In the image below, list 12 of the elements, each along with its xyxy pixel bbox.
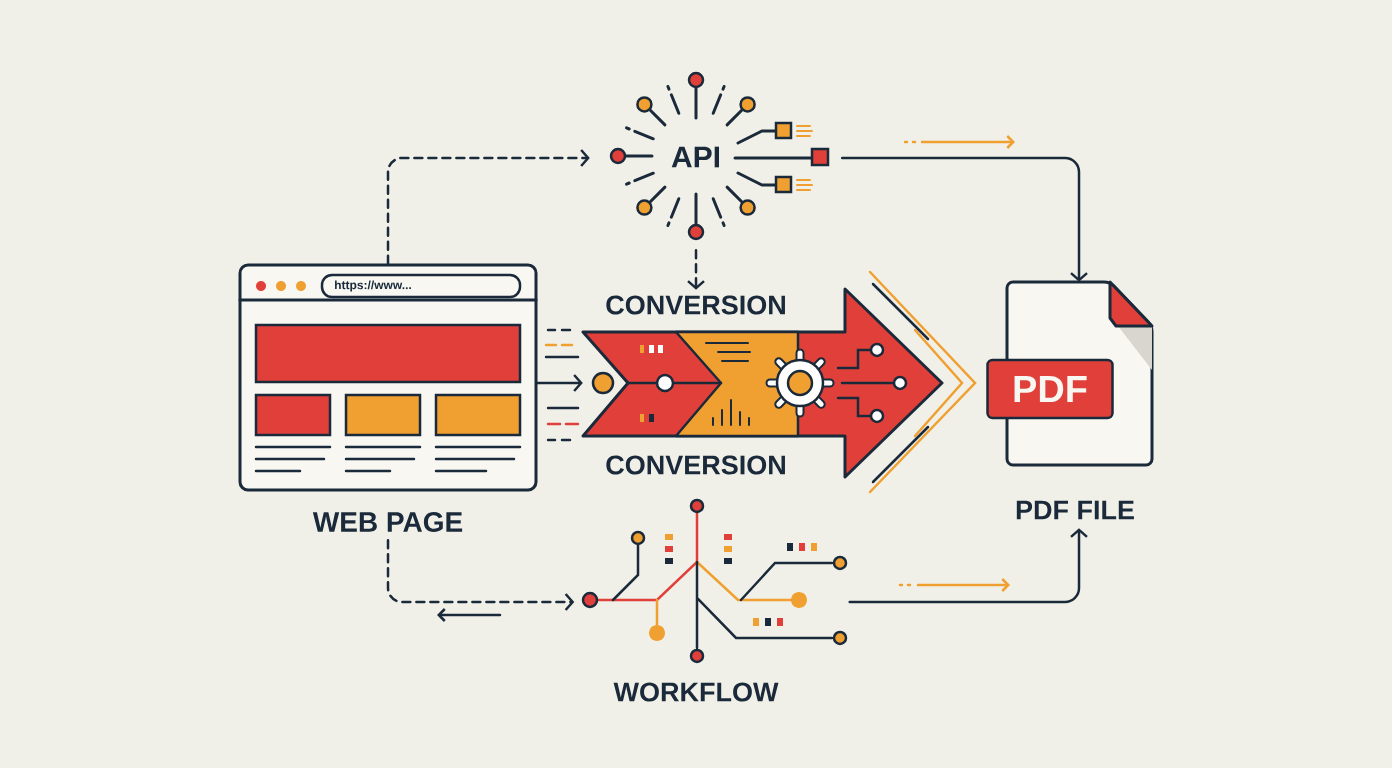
arrow [386, 149, 590, 266]
node-label: WORKFLOW [613, 682, 779, 702]
url-text: https://www... [335, 280, 411, 292]
node-label: PDF FILE [1016, 500, 1134, 520]
arrow [534, 374, 583, 392]
arrow [848, 528, 1088, 604]
arrow [687, 248, 705, 290]
arrow [386, 538, 575, 611]
arrow [840, 156, 1088, 282]
pdf-badge: PDF [986, 358, 1114, 420]
node-label: API [671, 146, 719, 168]
node-label: WEB PAGE [312, 512, 463, 532]
